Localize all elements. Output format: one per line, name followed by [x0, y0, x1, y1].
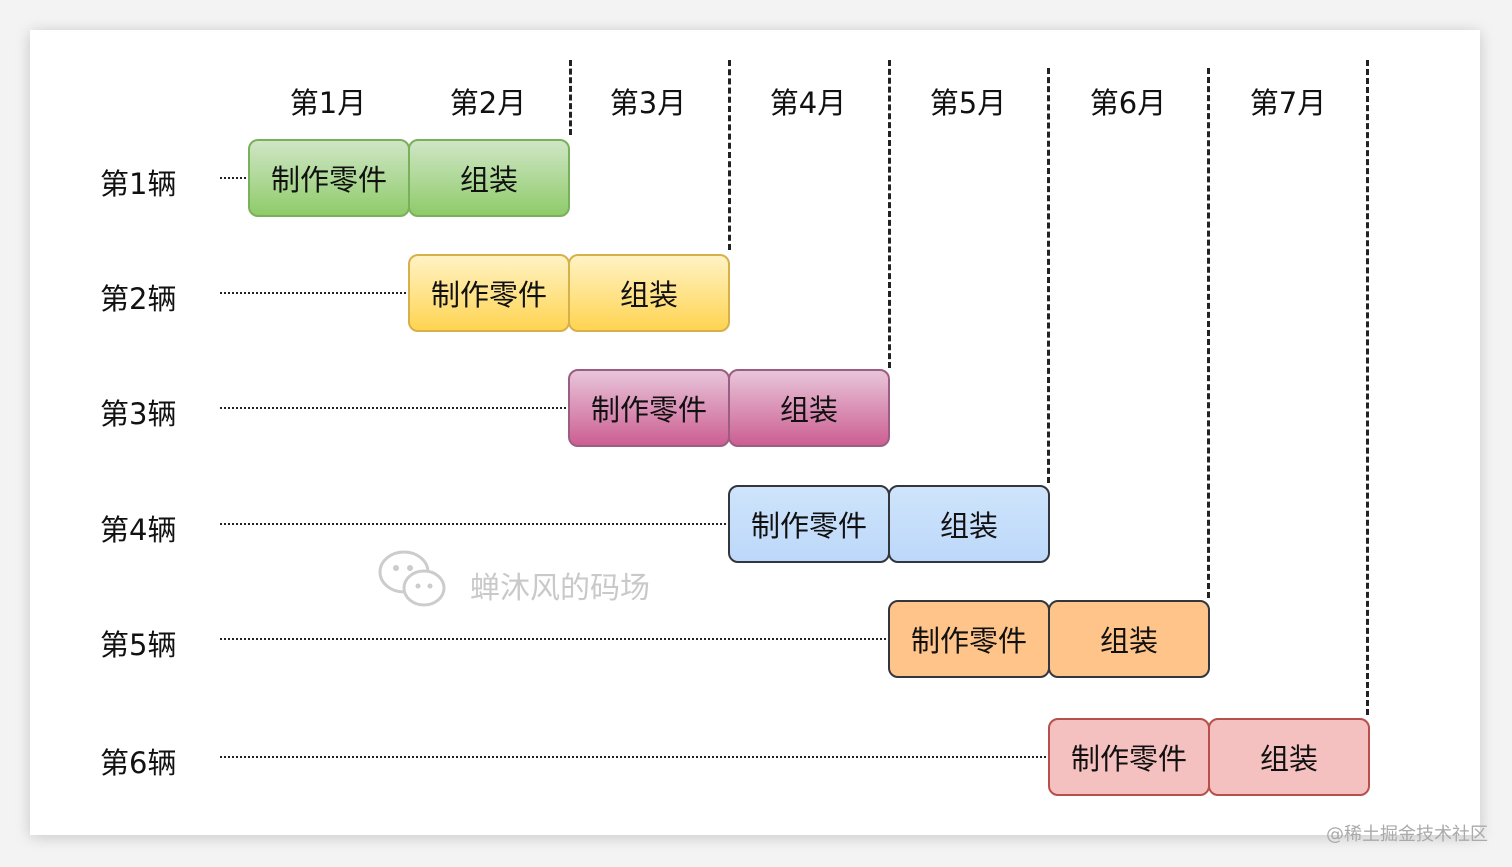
- watermark: [378, 548, 448, 616]
- row-label: 第2辆: [100, 282, 177, 316]
- month-boundary-line: [1047, 68, 1050, 483]
- month-boundary-line: [888, 60, 891, 368]
- month-boundary-line: [569, 60, 572, 135]
- month-label: 第3月: [609, 86, 687, 120]
- row-guide-line: [220, 177, 246, 179]
- task-assemble: 组装: [408, 139, 570, 217]
- month-label: 第6月: [1089, 86, 1167, 120]
- task-assemble: 组装: [888, 485, 1050, 563]
- row-guide-line: [220, 523, 726, 525]
- row-label: 第4辆: [100, 513, 177, 547]
- credit-text: @稀土掘金技术社区: [1326, 824, 1488, 845]
- wechat-icon: [378, 550, 446, 607]
- row-label: 第1辆: [100, 167, 177, 201]
- month-label: 第5月: [929, 86, 1007, 120]
- month-label: 第4月: [769, 86, 847, 120]
- month-label: 第2月: [449, 86, 527, 120]
- task-make-parts: 制作零件: [248, 139, 410, 217]
- row-guide-line: [220, 756, 1046, 758]
- month-label: 第7月: [1249, 86, 1327, 120]
- month-boundary-line: [1207, 68, 1210, 598]
- month-boundary-line: [1366, 60, 1369, 715]
- watermark-text: 蝉沐风的码场: [470, 571, 650, 606]
- task-assemble: 组装: [1208, 718, 1370, 796]
- task-make-parts: 制作零件: [888, 600, 1050, 678]
- task-assemble: 组装: [728, 369, 890, 447]
- task-make-parts: 制作零件: [568, 369, 730, 447]
- month-boundary-line: [728, 60, 731, 250]
- task-assemble: 组装: [1048, 600, 1210, 678]
- row-label: 第5辆: [100, 628, 177, 662]
- row-label: 第3辆: [100, 397, 177, 431]
- task-make-parts: 制作零件: [728, 485, 890, 563]
- task-make-parts: 制作零件: [1048, 718, 1210, 796]
- task-make-parts: 制作零件: [408, 254, 570, 332]
- row-guide-line: [220, 638, 886, 640]
- row-guide-line: [220, 292, 406, 294]
- row-label: 第6辆: [100, 746, 177, 780]
- month-label: 第1月: [289, 86, 367, 120]
- task-assemble: 组装: [568, 254, 730, 332]
- row-guide-line: [220, 407, 566, 409]
